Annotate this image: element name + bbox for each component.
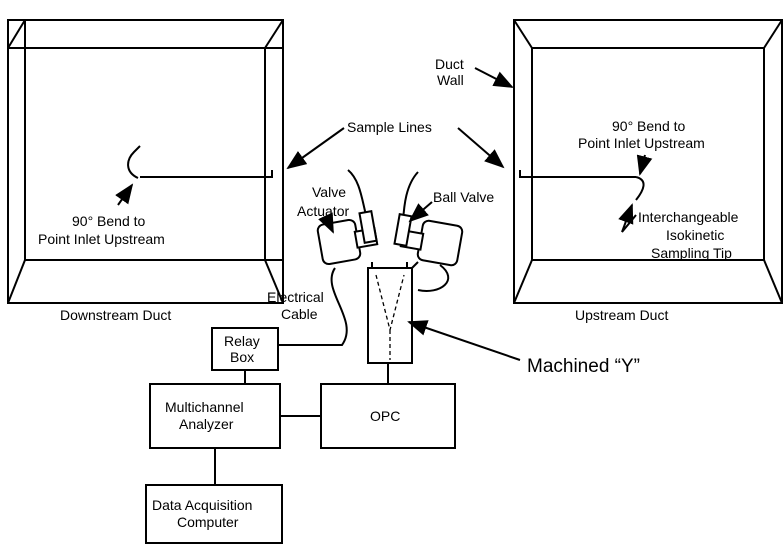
electrical-cable-left — [277, 267, 348, 346]
relay-box-label: Relay — [224, 333, 260, 349]
upstream-duct — [513, 19, 783, 304]
sample-line-arrow-left — [286, 127, 345, 170]
duct-wall-arrow — [474, 67, 514, 88]
valve-actuator-arrow — [318, 212, 334, 234]
probe-arrow — [618, 203, 637, 233]
isokinetic-tip-label-2: Isokinetic — [666, 227, 724, 243]
mca-label: Multichannel — [165, 399, 244, 415]
ball-valve-arrow — [408, 201, 433, 223]
valve-actuator-label: Valve — [312, 184, 346, 200]
sample-lines-label: Sample Lines — [347, 119, 432, 135]
bend-upstream-label-2: Point Inlet Upstream — [578, 135, 705, 151]
opc-box — [320, 383, 456, 449]
electrical-cable-label: Electrical — [267, 289, 324, 305]
isokinetic-tip-label: Interchangeable — [638, 209, 739, 225]
machined-y-label: Machined “Y” — [527, 356, 640, 377]
relay-box — [211, 327, 279, 371]
electrical-cable-label-2: Cable — [281, 306, 318, 322]
valve-actuator-label-2: Actuator — [297, 203, 349, 219]
relay-box-label-2: Box — [230, 349, 254, 365]
bend-arrow-left — [115, 183, 134, 206]
isokinetic-tip-label-3: Sampling Tip — [651, 245, 732, 261]
bend-downstream-label: 90° Bend to — [72, 213, 146, 229]
sample-line-arrow-right — [457, 127, 505, 169]
upstream-sample-line — [519, 170, 645, 201]
bend-arrow-right — [636, 154, 653, 176]
upstream-duct-label: Upstream Duct — [575, 307, 668, 323]
duct-wall-label-2: Wall — [437, 72, 464, 88]
daq-label: Data Acquisition — [152, 497, 252, 513]
ball-valve-label: Ball Valve — [433, 189, 494, 205]
duct-wall-label: Duct — [435, 56, 464, 72]
downstream-duct-label: Downstream Duct — [60, 307, 171, 323]
daq-computer-box — [145, 484, 283, 544]
downstream-duct — [7, 19, 284, 304]
downstream-tube — [347, 169, 367, 216]
downstream-sample-line — [127, 145, 273, 179]
machined-y-arrow — [407, 320, 521, 361]
daq-label-2: Computer — [177, 514, 239, 530]
machined-y-block — [367, 261, 419, 383]
right-valve-actuator — [393, 213, 464, 267]
bend-downstream-label-2: Point Inlet Upstream — [38, 231, 165, 247]
left-valve-actuator — [316, 210, 379, 266]
mca-label-2: Analyzer — [179, 416, 234, 432]
bend-upstream-label: 90° Bend to — [612, 118, 686, 134]
opc-label: OPC — [370, 408, 400, 424]
electrical-cable-right — [417, 264, 450, 292]
